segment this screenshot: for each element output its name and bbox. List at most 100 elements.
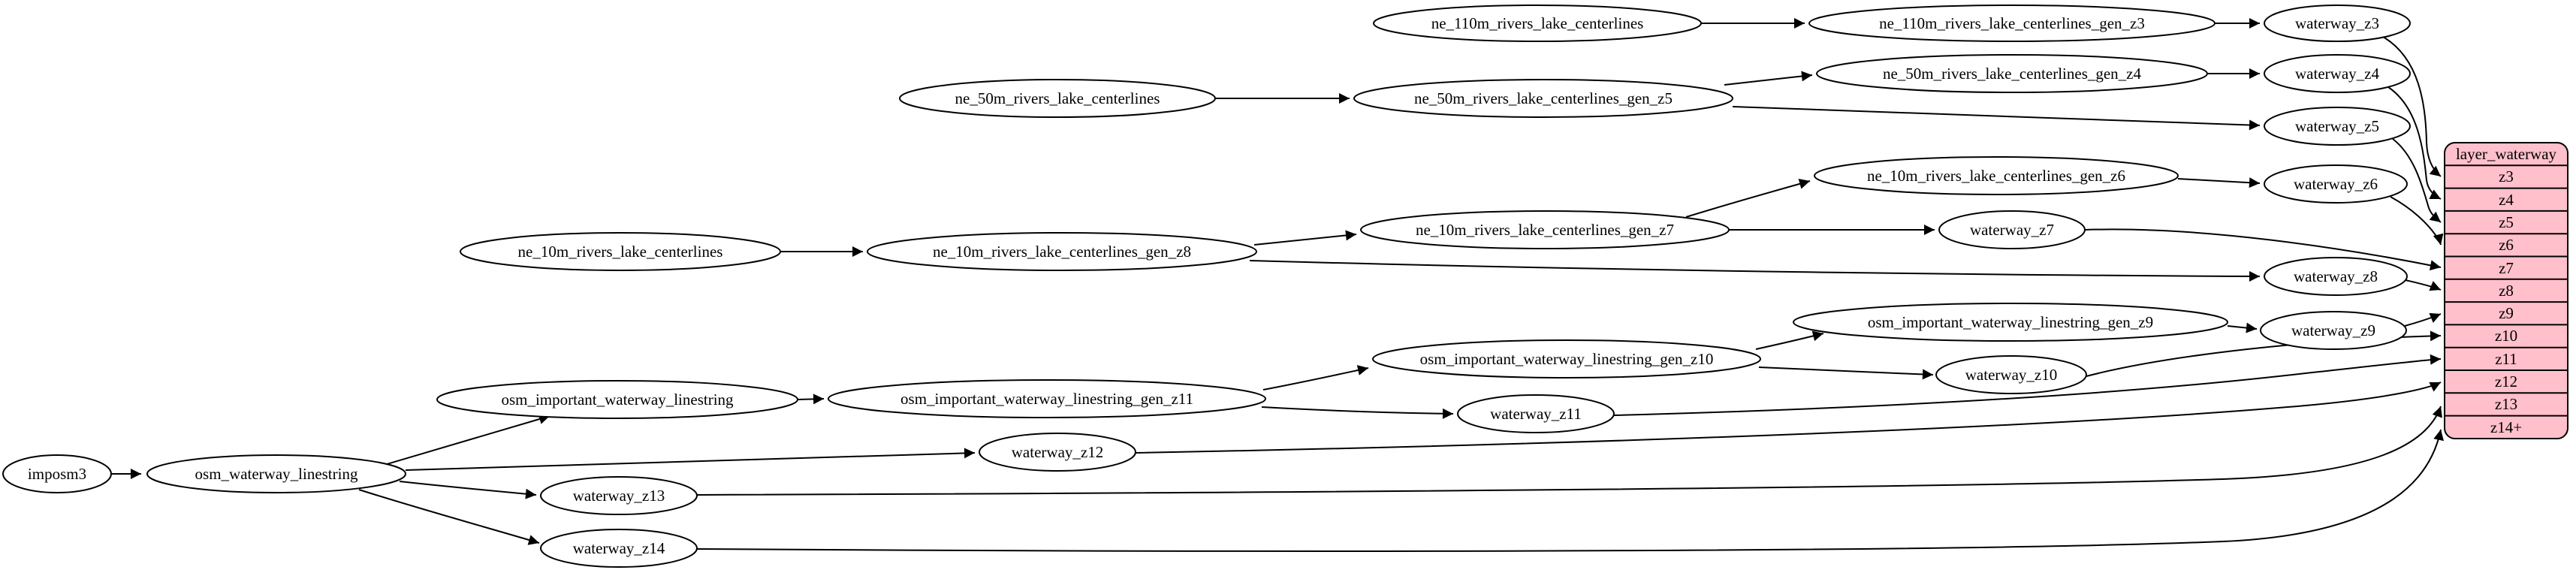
node-ellipse [540, 529, 698, 568]
node-label: ne_50m_rivers_lake_centerlines_gen_z5 [1414, 89, 1673, 107]
edge-waterway_z12-to-row_z12 [1135, 381, 2442, 454]
node-label: waterway_z4 [2295, 65, 2379, 83]
edge-gen_z10-to-waterway_z10 [1758, 366, 1934, 380]
table-row-z9: z9 [2499, 304, 2514, 322]
node-label: waterway_z9 [2291, 321, 2375, 339]
edge-gen_z9-to-waterway_z9 [2227, 322, 2258, 333]
node-ellipse [2264, 164, 2408, 204]
node-ellipse [460, 232, 781, 271]
edge-gen_z5-to-gen_z4 [1724, 71, 1813, 86]
node-ne_50m_rivers_lake_centerlines: ne_50m_rivers_lake_centerlines [899, 79, 1216, 118]
node-ellipse [2264, 54, 2411, 93]
node-label: ne_10m_rivers_lake_centerlines_gen_z6 [1867, 167, 2125, 185]
node-ne_50m_rivers_lake_centerlines_gen_z4: ne_50m_rivers_lake_centerlines_gen_z4 [1816, 54, 2208, 93]
edge-gen_z7-to-gen_z6 [1685, 179, 1811, 218]
layer-waterway-table: layer_waterway z3 z4 z5 z6 z7 z8 z9 z10 … [2444, 142, 2568, 439]
node-ne_110m_rivers_lake_centerlines_gen_z3: ne_110m_rivers_lake_centerlines_gen_z3 [1808, 5, 2216, 42]
node-label: ne_10m_rivers_lake_centerlines [518, 243, 723, 261]
edge-waterway_z5-to-row_z5 [2392, 138, 2442, 223]
node-waterway_z6: waterway_z6 [2264, 164, 2408, 204]
edge-gen_z10-to-gen_z9 [1755, 330, 1824, 350]
node-label: imposm3 [28, 465, 86, 483]
table-row-z4: z4 [2499, 191, 2514, 209]
edge-gen_z11-to-gen_z10 [1262, 365, 1369, 391]
table-row-z6: z6 [2499, 236, 2514, 254]
node-label: osm_waterway_linestring [195, 465, 358, 483]
edge-osm_waterway_linestring-to-waterway_z14 [358, 489, 540, 545]
edge-waterway_z9-to-row_z9 [2404, 312, 2442, 327]
node-waterway_z7: waterway_z7 [1938, 210, 2086, 249]
node-label: waterway_z6 [2294, 175, 2378, 193]
node-ne_10m_rivers_lake_centerlines: ne_10m_rivers_lake_centerlines [460, 232, 781, 271]
node-waterway_z3: waterway_z3 [2264, 5, 2411, 42]
node-imposm3: imposm3 [2, 454, 112, 493]
edge-gen_z6-to-waterway_z6 [2177, 177, 2261, 188]
table-row-z12: z12 [2495, 372, 2517, 391]
node-label: waterway_z14 [573, 539, 665, 557]
node-ellipse [146, 454, 406, 493]
table-row-z3: z3 [2499, 167, 2514, 185]
nodes: imposm3 osm_waterway_linestring osm_impo… [2, 5, 2411, 568]
node-ellipse [1353, 79, 1733, 118]
node-label: waterway_z12 [1012, 443, 1103, 461]
node-waterway_z12: waterway_z12 [979, 433, 1136, 472]
node-label: ne_10m_rivers_lake_centerlines_gen_z8 [933, 243, 1191, 261]
node-ellipse [1935, 355, 2087, 394]
node-osm_important_waterway_linestring: osm_important_waterway_linestring [436, 380, 798, 419]
node-label: ne_50m_rivers_lake_centerlines_gen_z4 [1883, 65, 2142, 83]
node-ne_50m_rivers_lake_centerlines_gen_z5: ne_50m_rivers_lake_centerlines_gen_z5 [1353, 79, 1733, 118]
node-ellipse [1457, 394, 1615, 433]
node-label: ne_10m_rivers_lake_centerlines_gen_z7 [1416, 221, 1674, 239]
node-waterway_z9: waterway_z9 [2260, 311, 2407, 350]
node-ellipse [1372, 339, 1761, 378]
edge-gen_z11-to-waterway_z11 [1261, 406, 1454, 419]
node-ellipse [1360, 210, 1730, 249]
node-waterway_z5: waterway_z5 [2264, 107, 2411, 146]
node-waterway_z8: waterway_z8 [2264, 257, 2408, 296]
node-ellipse [867, 232, 1257, 271]
table-row-z10: z10 [2495, 327, 2517, 345]
node-osm_important_waterway_linestring_gen_z9: osm_important_waterway_linestring_gen_z9 [1793, 303, 2228, 342]
node-ellipse [436, 380, 798, 419]
node-label: waterway_z11 [1490, 405, 1582, 423]
node-ellipse [1373, 5, 1702, 42]
node-waterway_z11: waterway_z11 [1457, 394, 1615, 433]
node-label: waterway_z13 [573, 487, 665, 505]
node-label: osm_important_waterway_linestring_gen_z1… [1420, 350, 1714, 368]
node-label: waterway_z7 [1970, 221, 2054, 239]
edges [111, 18, 2445, 552]
node-waterway_z13: waterway_z13 [540, 476, 698, 515]
node-ellipse [2260, 311, 2407, 350]
node-ellipse [1814, 156, 2179, 195]
node-label: ne_110m_rivers_lake_centerlines [1431, 14, 1644, 32]
edge-osm_waterway_linestring-to-osm_important_waterway_linestring [379, 414, 550, 467]
edge-osm_waterway_linestring-to-waterway_z13 [399, 481, 537, 499]
table-border [2444, 142, 2568, 439]
node-osm_waterway_linestring: osm_waterway_linestring [146, 454, 406, 493]
node-ellipse [2264, 107, 2411, 146]
edge-waterway_z14-to-row_z14 [696, 429, 2445, 552]
node-label: waterway_z10 [1965, 366, 2057, 384]
node-ellipse [2, 454, 112, 493]
node-label: osm_important_waterway_linestring_gen_z1… [900, 390, 1193, 408]
table-row-z5: z5 [2499, 213, 2514, 231]
node-ellipse [540, 476, 698, 515]
edge-osm_important_waterway_linestring-to-gen_z11 [797, 394, 825, 405]
node-waterway_z14: waterway_z14 [540, 529, 698, 568]
edge-osm_waterway_linestring-to-waterway_z12 [405, 448, 976, 471]
node-osm_important_waterway_linestring_gen_z10: osm_important_waterway_linestring_gen_z1… [1372, 339, 1761, 378]
table-row-z11: z11 [2495, 350, 2517, 368]
table-header-label: layer_waterway [2456, 145, 2557, 163]
edge-waterway_z13-to-row_z13 [696, 406, 2442, 496]
node-label: waterway_z8 [2294, 267, 2378, 285]
node-ellipse [1808, 5, 2216, 42]
node-ellipse [1816, 54, 2208, 93]
node-ellipse [1938, 210, 2086, 249]
node-ne_10m_rivers_lake_centerlines_gen_z7: ne_10m_rivers_lake_centerlines_gen_z7 [1360, 210, 1730, 249]
node-label: waterway_z3 [2295, 14, 2379, 32]
node-label: osm_important_waterway_linestring [501, 391, 734, 409]
node-ne_110m_rivers_lake_centerlines: ne_110m_rivers_lake_centerlines [1373, 5, 1702, 42]
node-ellipse [2264, 257, 2408, 296]
node-waterway_z10: waterway_z10 [1935, 355, 2087, 394]
